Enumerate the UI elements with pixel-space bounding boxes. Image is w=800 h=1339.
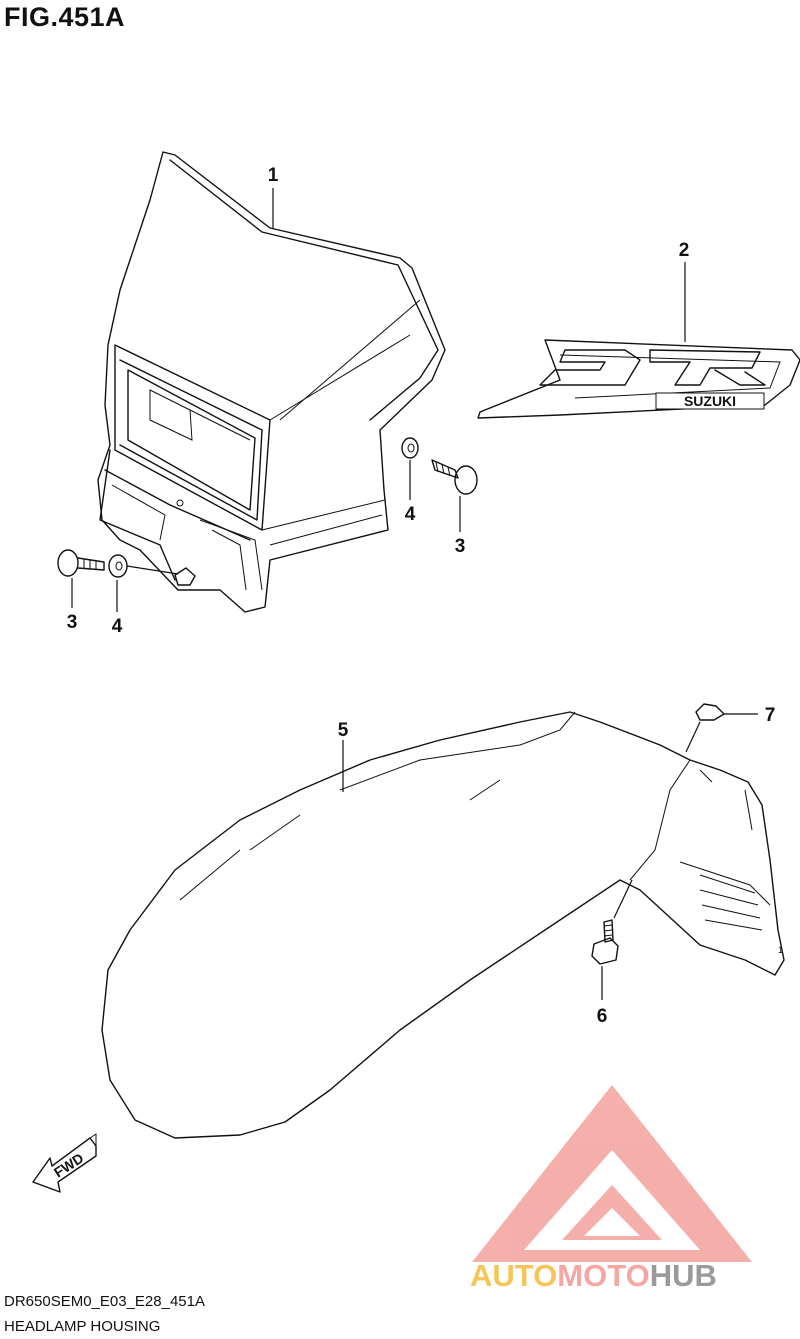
bolt-left xyxy=(57,549,105,577)
front-fender: 1 xyxy=(101,711,785,1139)
washer-left xyxy=(108,554,128,578)
suzuki-badge xyxy=(655,392,765,410)
callout-3-right: 3 xyxy=(455,536,466,557)
fwd-arrow-icon: FWD xyxy=(32,1133,97,1193)
headlamp-housing xyxy=(97,151,446,613)
dr-emblem-decal xyxy=(477,339,800,419)
fender-mark: 1 xyxy=(778,945,783,955)
figure-title: FIG.451A xyxy=(4,2,126,32)
drawing-name: HEADLAMP HOUSING xyxy=(4,1318,161,1335)
watermark-moto: MOTO xyxy=(557,1258,649,1293)
watermark-logo xyxy=(472,1085,752,1262)
watermark-auto: AUTO xyxy=(470,1258,557,1293)
callout-6: 6 xyxy=(597,1006,608,1027)
callout-7: 7 xyxy=(765,705,776,726)
callout-4-left: 4 xyxy=(112,616,123,637)
callout-5: 5 xyxy=(338,720,349,741)
bolt-right xyxy=(431,459,478,495)
drawing-code: DR650SEM0_E03_E28_451A xyxy=(4,1293,205,1310)
washer-right xyxy=(401,437,419,459)
fender-bolt xyxy=(591,919,619,965)
callout-1: 1 xyxy=(268,165,279,186)
callout-3-left: 3 xyxy=(67,612,78,633)
callout-4-right: 4 xyxy=(405,504,416,525)
callout-2: 2 xyxy=(679,240,690,261)
fender-cap xyxy=(695,703,725,721)
watermark-text: AUTOMOTOHUB xyxy=(470,1258,717,1293)
watermark-hub: HUB xyxy=(650,1258,717,1293)
emblem-suzuki-text: SUZUKI xyxy=(684,393,736,409)
